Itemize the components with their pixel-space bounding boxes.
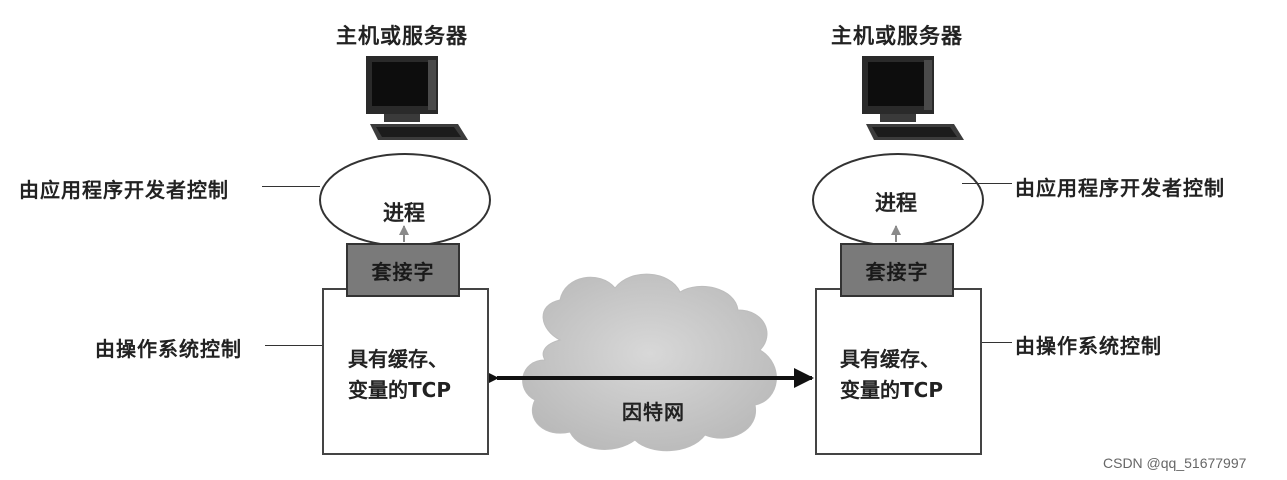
tcp-line2: 变量的TCP <box>348 378 451 402</box>
computer-icon <box>366 56 468 140</box>
leader-line <box>262 186 320 187</box>
os-control-label-right: 由操作系统控制 <box>1015 334 1162 358</box>
host-title-right: 主机或服务器 <box>831 24 963 48</box>
tcp-label-right: 具有缓存、 变量的TCP <box>840 344 943 406</box>
app-control-label-left: 由应用程序开发者控制 <box>19 178 229 202</box>
socket-box-left: 套接字 <box>346 243 460 297</box>
socket-label: 套接字 <box>865 259 929 284</box>
leader-line <box>962 183 1012 184</box>
app-control-label-right: 由应用程序开发者控制 <box>1015 176 1225 200</box>
host-title-left: 主机或服务器 <box>336 24 468 48</box>
tcp-line2: 变量的TCP <box>840 378 943 402</box>
process-label-left: 进程 <box>383 201 425 225</box>
os-control-label-left: 由操作系统控制 <box>95 337 242 361</box>
computer-icon <box>862 56 964 140</box>
watermark: CSDN @qq_51677997 <box>1103 455 1247 471</box>
tcp-label-left: 具有缓存、 变量的TCP <box>348 344 451 406</box>
socket-box-right: 套接字 <box>840 243 954 297</box>
internet-label: 因特网 <box>622 400 685 424</box>
cloud-icon <box>522 273 777 452</box>
process-label-right: 进程 <box>875 191 917 215</box>
leader-line <box>982 342 1012 343</box>
tcp-box-left <box>322 288 489 455</box>
socket-label: 套接字 <box>371 259 435 284</box>
leader-line <box>265 345 322 346</box>
tcp-line1: 具有缓存、 <box>840 347 940 371</box>
tcp-line1: 具有缓存、 <box>348 347 448 371</box>
